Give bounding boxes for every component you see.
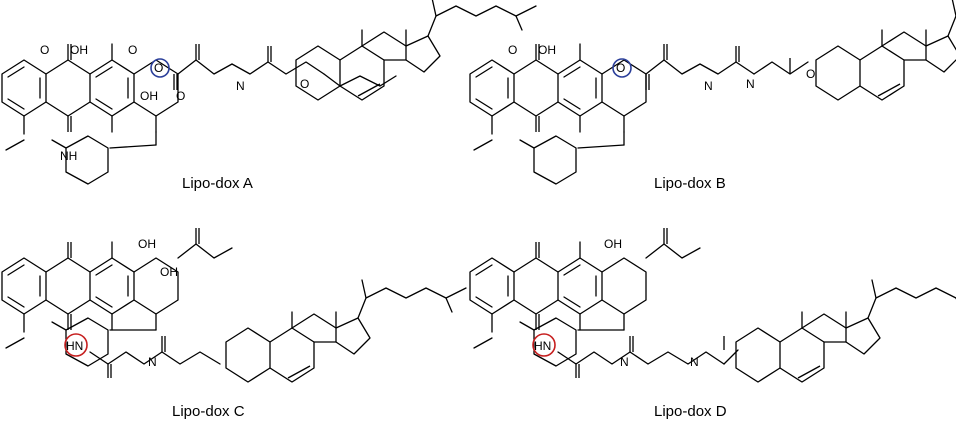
structure-lipo-dox-d (469, 228, 956, 383)
atom-label-oh: OH (604, 237, 622, 251)
caption-lipo-dox-d: Lipo-dox D (654, 403, 727, 420)
atom-label-o: O (128, 43, 137, 57)
atom-label-oh: OH (160, 265, 178, 279)
caption-lipo-dox-a: Lipo-dox A (182, 175, 253, 192)
caption-lipo-dox-c: Lipo-dox C (172, 403, 245, 420)
atom-label-nh2: NH (60, 149, 77, 163)
structure-lipo-dox-b (469, 0, 956, 185)
atom-label-o: O (40, 43, 49, 57)
atom-labels: O OH O OH O O N O NH O OH O N N O OH OH … (40, 43, 815, 369)
caption-lipo-dox-b: Lipo-dox B (654, 175, 726, 192)
atom-label-n: N (620, 355, 629, 369)
atom-label-o: O (806, 67, 815, 81)
atom-label-oh: OH (538, 43, 556, 57)
atom-label-o: O (176, 89, 185, 103)
atom-label-o: O (154, 61, 163, 75)
structure-lipo-dox-a (1, 0, 537, 185)
atom-label-oh: OH (70, 43, 88, 57)
atom-label-o: O (508, 43, 517, 57)
structure-lipo-dox-c (1, 228, 467, 383)
atom-label-n: N (236, 79, 245, 93)
atom-label-oh: OH (140, 89, 158, 103)
atom-label-n: N (690, 355, 699, 369)
atom-label-oh: OH (138, 237, 156, 251)
atom-label-n: N (148, 355, 157, 369)
atom-label-hn: HN (534, 339, 551, 353)
atom-label-hn: HN (66, 339, 83, 353)
atom-label-o: O (300, 77, 309, 91)
atom-label-o: O (616, 61, 625, 75)
atom-label-n: N (746, 77, 755, 91)
atom-label-n: N (704, 79, 713, 93)
